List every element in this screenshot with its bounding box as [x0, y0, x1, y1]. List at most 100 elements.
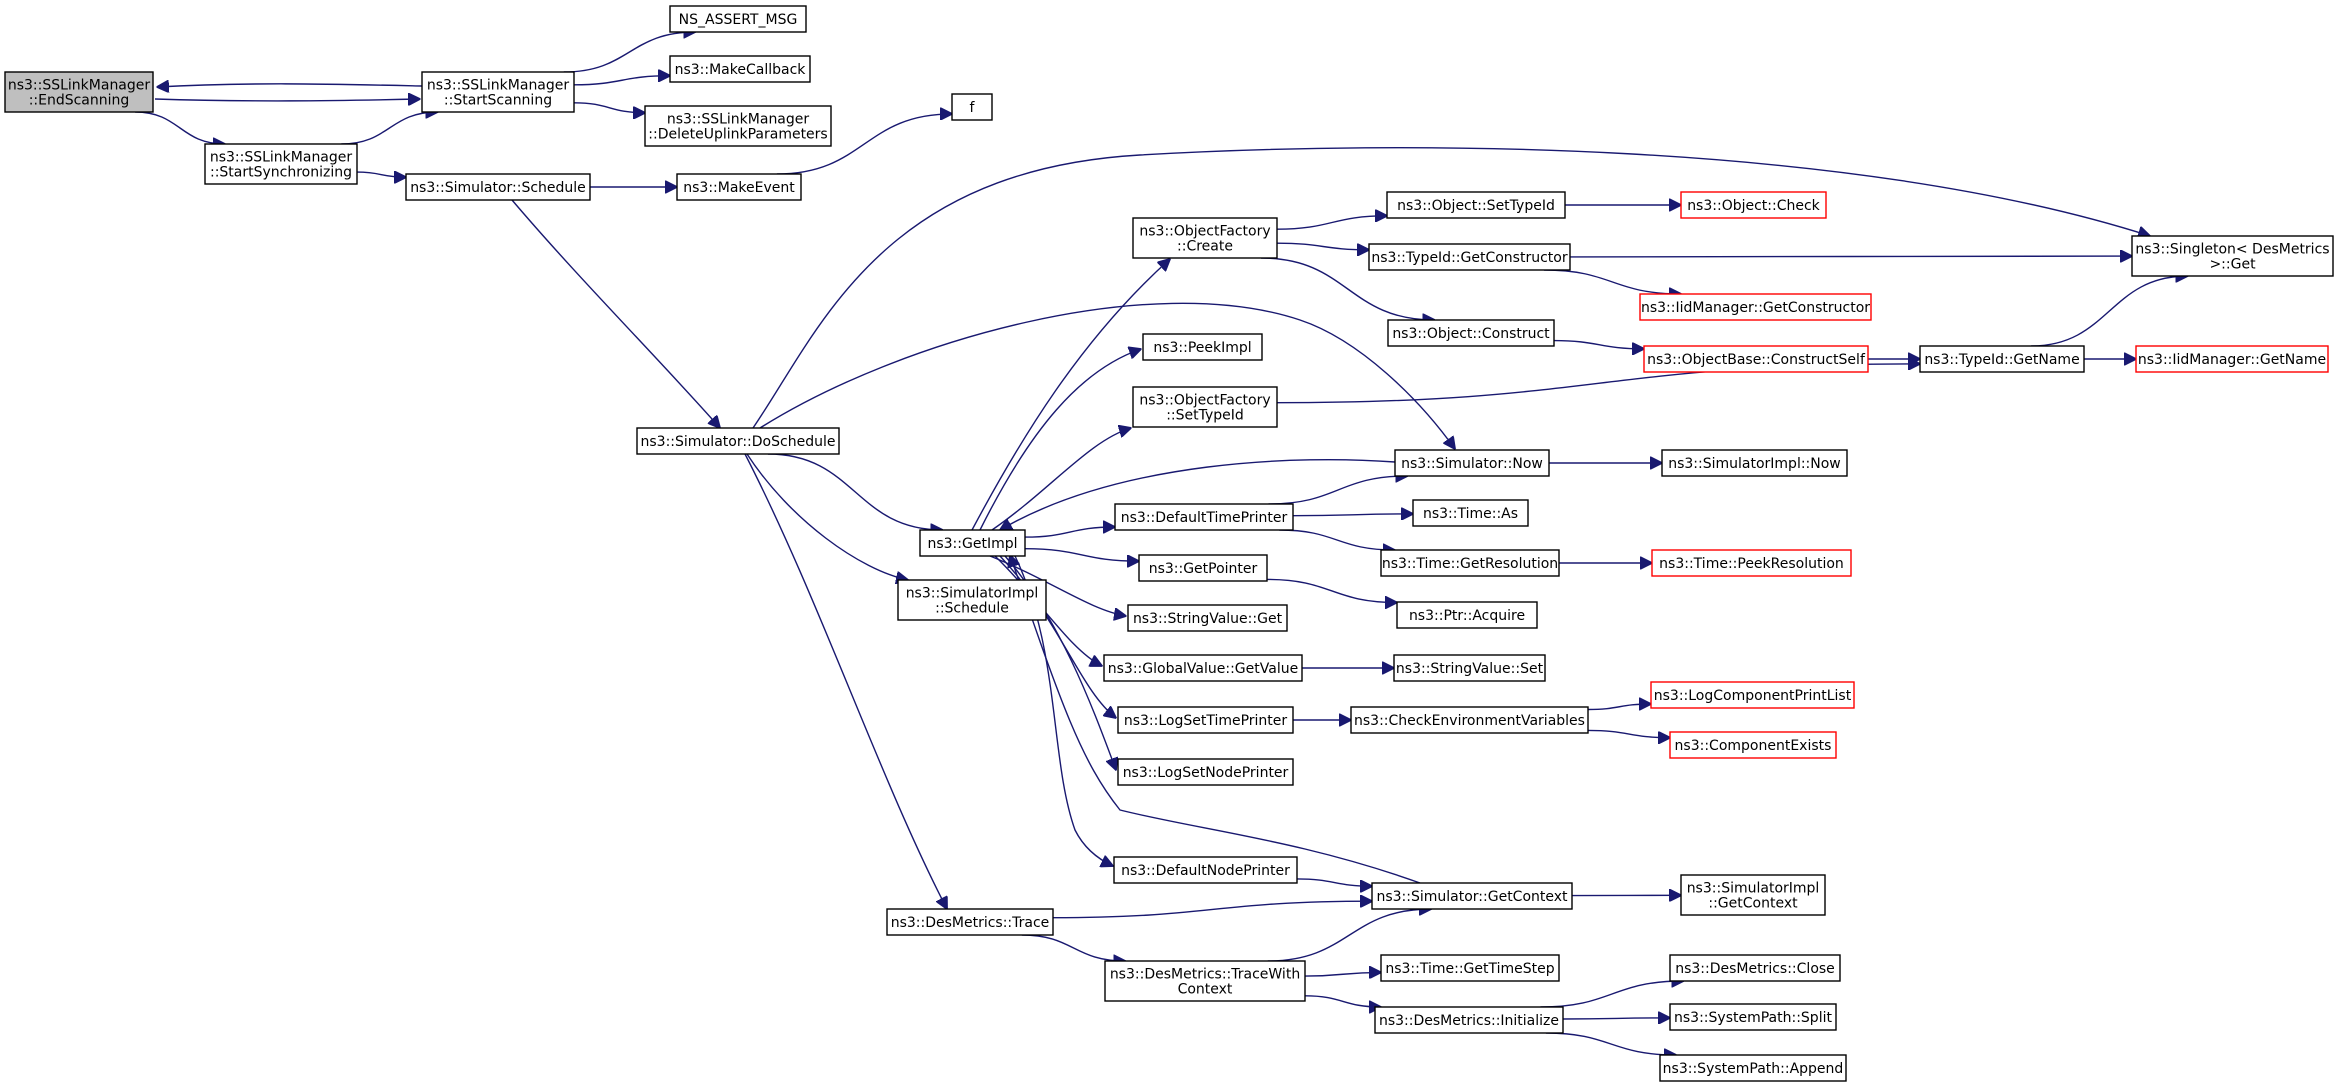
node-label: ns3::CheckEnvironmentVariables — [1354, 713, 1585, 729]
node-spappend[interactable]: ns3::SystemPath::Append — [1659, 1054, 1847, 1082]
node-label: ns3::Time::GetTimeStep — [1385, 961, 1554, 977]
node-spsplit[interactable]: ns3::SystemPath::Split — [1669, 1003, 1837, 1031]
node-simnow[interactable]: ns3::Simulator::Now — [1394, 449, 1550, 477]
node-simimplnow[interactable]: ns3::SimulatorImpl::Now — [1661, 449, 1848, 477]
node-simimplgetctx[interactable]: ns3::SimulatorImpl::GetContext — [1680, 874, 1826, 916]
edge-dminit-to-spappend — [1545, 1032, 1676, 1055]
node-simimplsched[interactable]: ns3::SimulatorImpl::Schedule — [897, 579, 1047, 621]
node-defnodeprinter[interactable]: ns3::DefaultNodePrinter — [1113, 856, 1298, 884]
node-label: ns3::TypeId::GetConstructor — [1371, 250, 1567, 266]
node-ptracquire[interactable]: ns3::Ptr::Acquire — [1396, 601, 1538, 629]
node-dmtrace[interactable]: ns3::DesMetrics::Trace — [886, 908, 1054, 936]
edge-doschedule-to-getimpl — [767, 453, 943, 530]
edge-getimpl-to-deftimeprinter — [1024, 527, 1115, 538]
edge-objconstruct-to-objbaseconstruct — [1553, 339, 1644, 349]
node-box — [1412, 499, 1529, 527]
edge-ofcreate-to-objsettypeid — [1276, 216, 1387, 230]
node-deluplink[interactable]: ns3::SSLinkManager::DeleteUplinkParamete… — [644, 105, 832, 147]
node-box — [1142, 333, 1263, 361]
edge-defnodeprinter-to-simgetctx — [1296, 878, 1372, 886]
node-endscan[interactable]: ns3::SSLinkManager::EndScanning — [4, 71, 154, 113]
edge-doschedule-to-simnow — [759, 302, 1455, 449]
node-box — [669, 55, 811, 83]
node-makeevent[interactable]: ns3::MakeEvent — [676, 173, 802, 201]
node-timegetres[interactable]: ns3::Time::GetResolution — [1380, 549, 1560, 577]
node-startscan[interactable]: ns3::SSLinkManager::StartScanning — [421, 71, 575, 113]
node-label: ns3::IidManager::GetConstructor — [1641, 300, 1870, 316]
node-box — [1127, 604, 1288, 632]
node-box — [1380, 954, 1560, 982]
edge-startsync-to-startscan — [341, 112, 437, 145]
node-objcheck[interactable]: ns3::Object::Check — [1680, 191, 1827, 219]
node-box — [1103, 654, 1303, 682]
node-compexists[interactable]: ns3::ComponentExists — [1669, 731, 1837, 759]
node-strvalset[interactable]: ns3::StringValue::Set — [1393, 654, 1546, 682]
node-ofsettypeid[interactable]: ns3::ObjectFactory::SetTypeId — [1132, 386, 1278, 428]
node-deftimeprinter[interactable]: ns3::DefaultTimePrinter — [1114, 503, 1294, 531]
node-objsettypeid[interactable]: ns3::Object::SetTypeId — [1386, 191, 1566, 219]
node-timepeekres[interactable]: ns3::Time::PeekResolution — [1651, 549, 1852, 577]
node-box — [1919, 345, 2085, 373]
node-getimpl[interactable]: ns3::GetImpl — [919, 529, 1026, 557]
node-dmclose[interactable]: ns3::DesMetrics::Close — [1669, 954, 1841, 982]
node-logsetnode[interactable]: ns3::LogSetNodePrinter — [1117, 758, 1294, 786]
node-strvalget[interactable]: ns3::StringValue::Get — [1127, 604, 1288, 632]
node-simgetctx[interactable]: ns3::Simulator::GetContext — [1371, 882, 1573, 910]
edge-typeidgetctor-to-iidgetctor — [1543, 269, 1681, 294]
node-timegetstep[interactable]: ns3::Time::GetTimeStep — [1380, 954, 1560, 982]
node-objbaseconstruct[interactable]: ns3::ObjectBase::ConstructSelf — [1643, 345, 1869, 373]
node-label: ns3::Object::Check — [1687, 198, 1820, 214]
node-ofcreate[interactable]: ns3::ObjectFactory::Create — [1132, 217, 1278, 259]
node-box — [669, 5, 807, 33]
node-label: ns3::IidManager::GetName — [2138, 352, 2326, 368]
node-box — [1669, 1003, 1837, 1031]
node-dminit[interactable]: ns3::DesMetrics::Initialize — [1374, 1006, 1564, 1034]
node-peekimpl[interactable]: ns3::PeekImpl — [1142, 333, 1263, 361]
node-typeidgetctor[interactable]: ns3::TypeId::GetConstructor — [1368, 243, 1571, 271]
node-label: ::Create — [1177, 239, 1233, 255]
node-singleton[interactable]: ns3::Singleton< DesMetrics>::Get — [2131, 235, 2334, 277]
node-doschedule[interactable]: ns3::Simulator::DoSchedule — [636, 427, 840, 455]
node-assert[interactable]: NS_ASSERT_MSG — [669, 5, 807, 33]
node-sched[interactable]: ns3::Simulator::Schedule — [405, 173, 591, 201]
node-label: ns3::Simulator::Now — [1401, 456, 1543, 472]
edge-doschedule-to-singleton — [752, 147, 2150, 429]
node-box — [1113, 856, 1298, 884]
edge-sched-to-doschedule — [511, 199, 720, 428]
node-box — [1374, 1006, 1564, 1034]
node-objconstruct[interactable]: ns3::Object::Construct — [1387, 319, 1555, 347]
node-iidgetctor[interactable]: ns3::IidManager::GetConstructor — [1639, 293, 1872, 321]
node-label: ns3::Object::Construct — [1392, 326, 1550, 342]
node-box — [1132, 386, 1278, 428]
edge-doschedule-to-dmtrace — [744, 453, 947, 909]
node-label: ns3::ComponentExists — [1675, 738, 1832, 754]
edge-checkenv-to-logcompprint — [1587, 704, 1651, 710]
node-box — [4, 71, 154, 113]
node-startsync[interactable]: ns3::SSLinkManager::StartSynchronizing — [204, 143, 358, 185]
node-checkenv[interactable]: ns3::CheckEnvironmentVariables — [1350, 706, 1589, 734]
node-box — [1639, 293, 1872, 321]
node-getpointer[interactable]: ns3::GetPointer — [1138, 554, 1268, 582]
node-logcompprint[interactable]: ns3::LogComponentPrintList — [1650, 681, 1855, 709]
node-timeas[interactable]: ns3::Time::As — [1412, 499, 1529, 527]
node-box — [951, 93, 993, 121]
node-logsettime[interactable]: ns3::LogSetTimePrinter — [1117, 706, 1294, 734]
edge-checkenv-to-compexists — [1587, 729, 1670, 737]
node-label: ::SetTypeId — [1166, 408, 1244, 424]
node-typeidgetname[interactable]: ns3::TypeId::GetName — [1919, 345, 2085, 373]
edge-simnow-to-getimpl — [1000, 458, 1396, 530]
node-box — [1659, 1054, 1847, 1082]
node-label: ns3::SimulatorImpl — [1687, 881, 1820, 897]
node-label: ns3::SimulatorImpl — [906, 586, 1039, 602]
node-label: ns3::SystemPath::Append — [1663, 1061, 1844, 1077]
node-gvgetvalue[interactable]: ns3::GlobalValue::GetValue — [1103, 654, 1303, 682]
node-label: ns3::Simulator::GetContext — [1376, 889, 1568, 905]
edge-deftimeprinter-to-simnow — [1268, 476, 1408, 505]
node-makecb[interactable]: ns3::MakeCallback — [669, 55, 811, 83]
node-f[interactable]: f — [951, 93, 993, 121]
node-box — [1650, 681, 1855, 709]
node-label: ns3::SSLinkManager — [8, 78, 151, 94]
node-iidgetname[interactable]: ns3::IidManager::GetName — [2135, 345, 2329, 373]
